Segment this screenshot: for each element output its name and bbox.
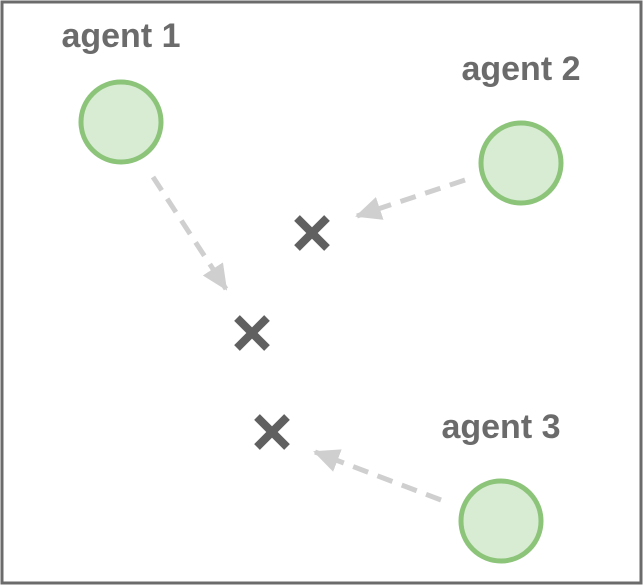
agent-1: agent 1	[61, 17, 181, 165]
target-2-x-mark-icon	[234, 315, 270, 351]
agent-2-arrow	[355, 177, 466, 220]
agent-1-label: agent 1	[61, 17, 180, 55]
agent-2: agent 2	[461, 50, 581, 206]
agent-2-label: agent 2	[461, 50, 580, 88]
agent-1-arrow	[150, 175, 229, 291]
agent-3-arrow	[313, 449, 442, 503]
agent-2-circle	[478, 120, 564, 206]
target-1-x-mark-icon	[294, 215, 330, 251]
agent-3-label: agent 3	[441, 408, 560, 446]
agent-3: agent 3	[441, 408, 561, 564]
agent-1-circle	[78, 79, 164, 165]
agent-3-circle	[458, 478, 544, 564]
target-3-x-mark-icon	[254, 414, 290, 450]
